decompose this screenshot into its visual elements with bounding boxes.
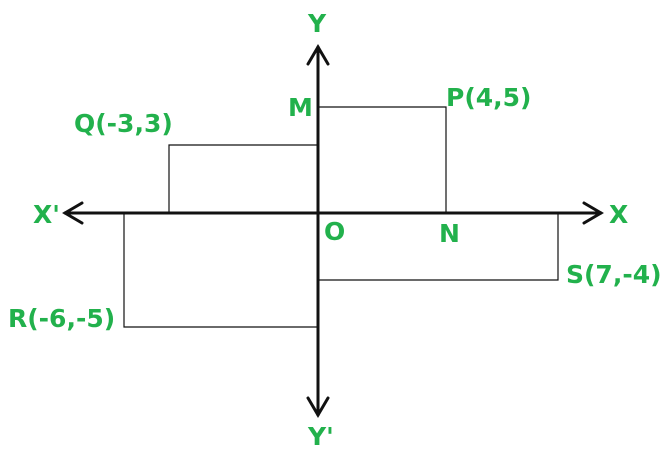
point-p-label: P(4,5) xyxy=(446,83,531,112)
point-s-label: S(7,-4) xyxy=(566,260,662,289)
y-axis-arrow-down xyxy=(306,396,330,418)
projection-s xyxy=(318,213,559,281)
projection-r xyxy=(123,213,318,328)
projection-q xyxy=(168,144,318,213)
x-axis-label: X xyxy=(609,200,628,229)
x-axis-arrow-left xyxy=(62,201,84,225)
origin-label: O xyxy=(324,217,345,246)
point-r-label: R(-6,-5) xyxy=(8,304,115,333)
projection-p xyxy=(318,106,447,213)
x-prime-axis-label: X' xyxy=(33,200,60,229)
n-label: N xyxy=(439,219,460,248)
y-axis-arrow-up xyxy=(306,44,330,66)
point-q-label: Q(-3,3) xyxy=(74,109,173,138)
y-prime-axis-label: Y' xyxy=(307,422,334,451)
x-axis-arrow-right xyxy=(582,201,604,225)
m-label: M xyxy=(288,93,313,122)
y-axis-label: Y xyxy=(307,9,327,38)
